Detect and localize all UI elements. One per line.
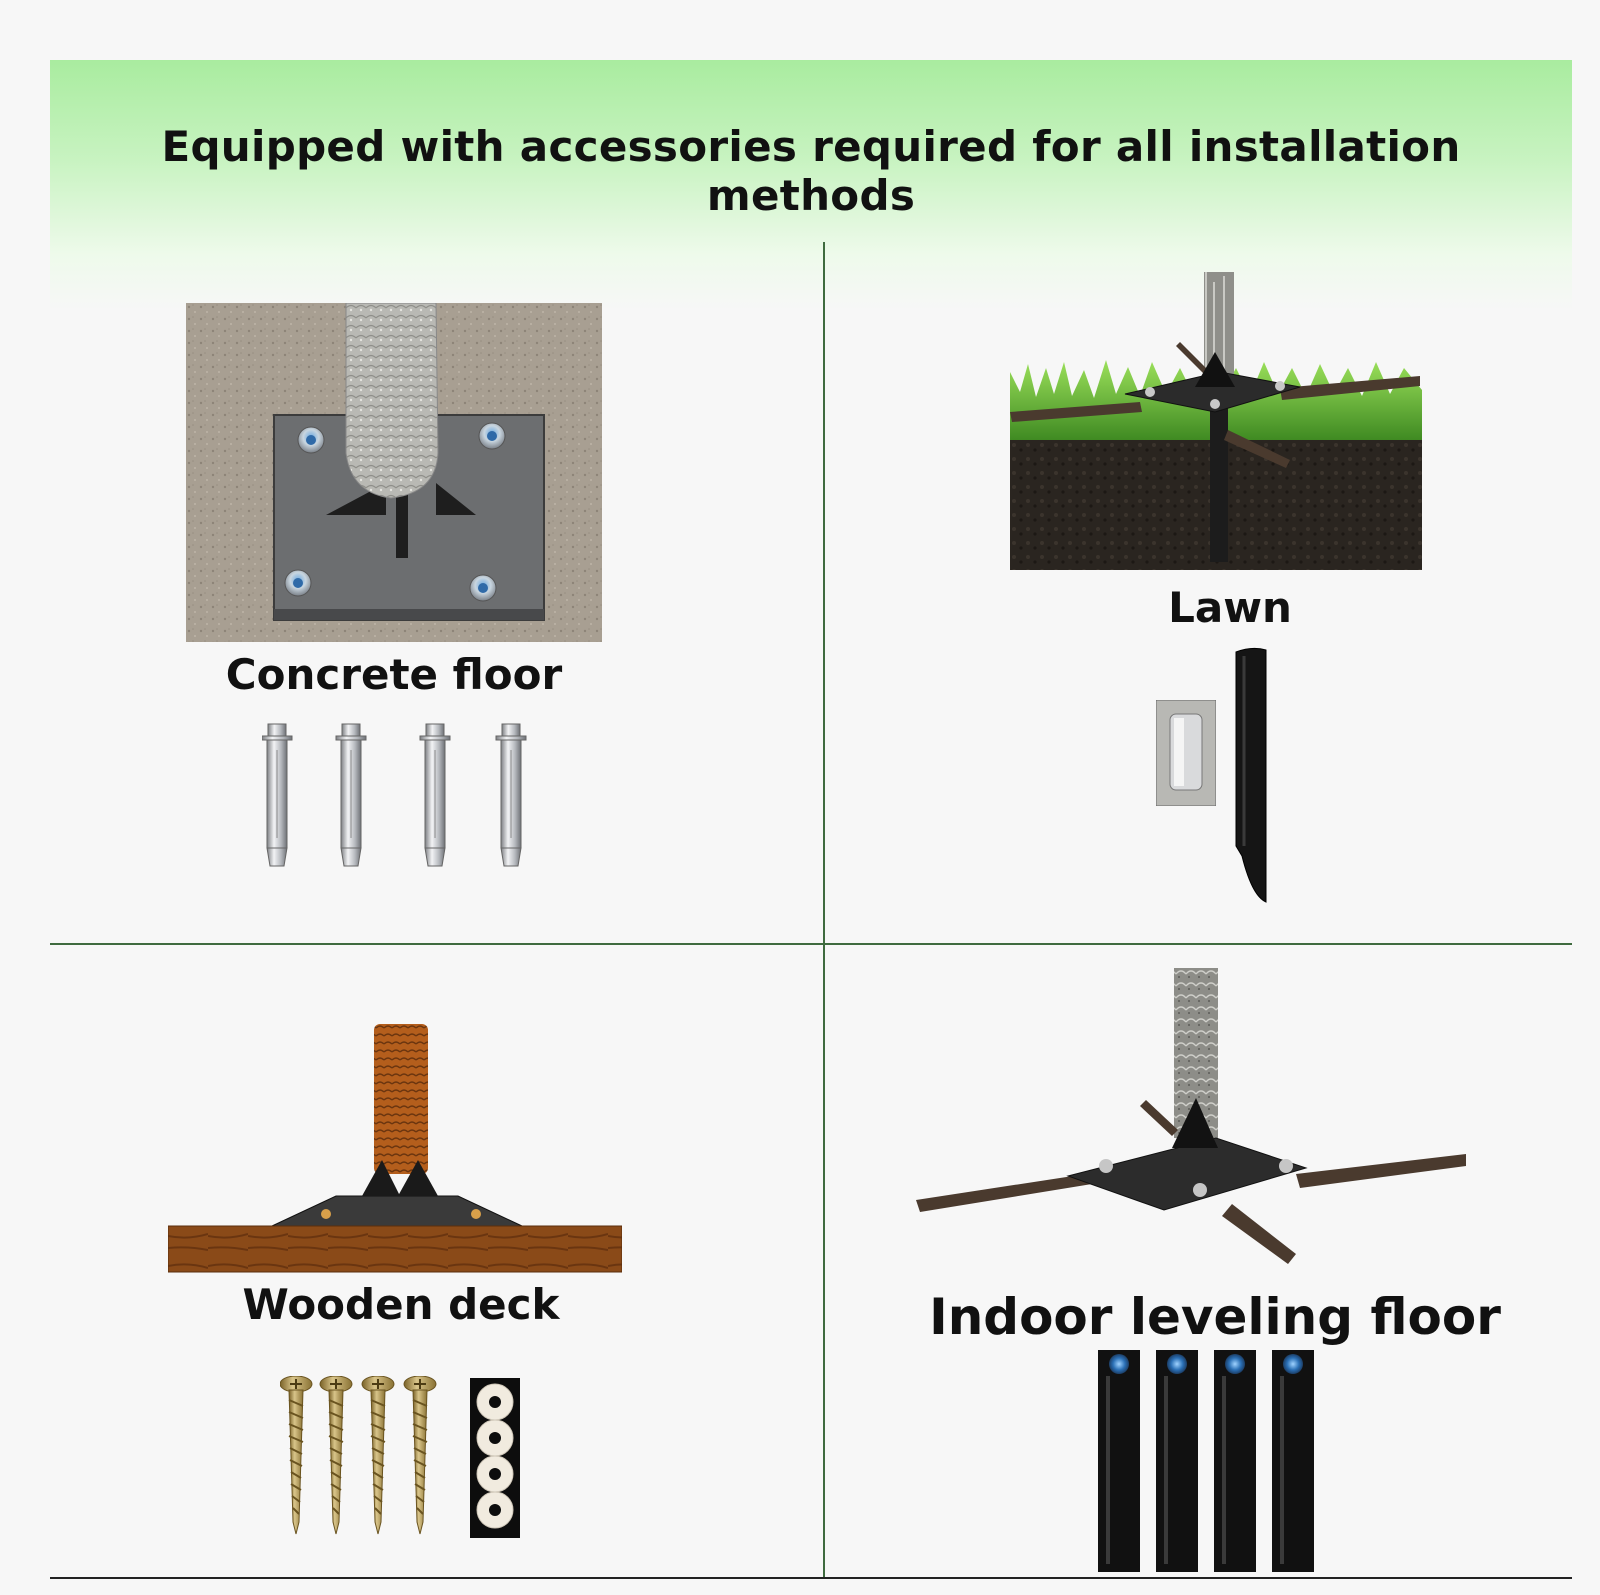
lawn-photo bbox=[1010, 272, 1422, 570]
wooden-deck-photo bbox=[168, 1024, 622, 1274]
wood-screws-image bbox=[280, 1376, 450, 1536]
page-title: Equipped with accessories required for a… bbox=[161, 122, 1461, 220]
ground-stake-image bbox=[1232, 646, 1272, 906]
concrete-floor-photo bbox=[186, 303, 602, 642]
lawn-label: Lawn bbox=[1168, 583, 1292, 632]
expansion-bolts-image bbox=[262, 720, 542, 870]
sleeve-image bbox=[1156, 700, 1216, 806]
bottom-rule bbox=[50, 1577, 1572, 1579]
vertical-divider bbox=[823, 242, 825, 1577]
horizontal-divider bbox=[50, 943, 1572, 945]
indoor-floor-photo bbox=[916, 968, 1470, 1274]
wooden-deck-label: Wooden deck bbox=[242, 1280, 560, 1329]
concrete-floor-label: Concrete floor bbox=[225, 650, 563, 699]
leveling-feet-image bbox=[1098, 1350, 1318, 1572]
washers-image bbox=[470, 1378, 520, 1538]
header-banner bbox=[50, 60, 1572, 310]
indoor-leveling-floor-label: Indoor leveling floor bbox=[929, 1288, 1501, 1346]
